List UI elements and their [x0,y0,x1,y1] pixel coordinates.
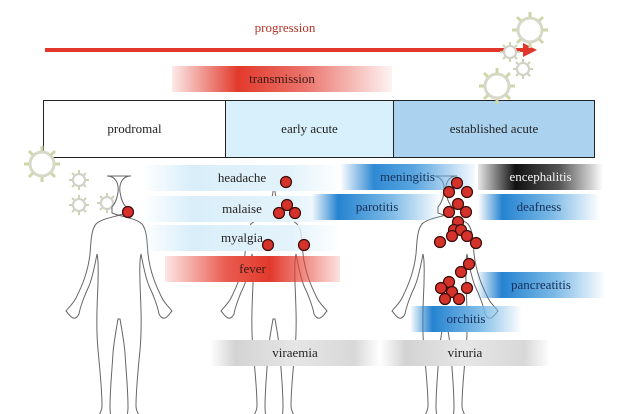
infection-site-dot [442,185,456,199]
infection-site-dot [459,205,473,219]
infection-site-dot [469,236,483,250]
symptom-malaise: malaise [142,196,342,222]
progression-arrow-head [523,43,537,57]
complication-pancreatitis: pancreatitis [476,272,606,298]
infection-site-dot [460,281,474,295]
symptom-fever: fever [165,256,340,282]
symptom-headache: headache [142,165,342,191]
phase-established-acute: established acute [394,101,594,157]
infection-site-dot [452,292,466,306]
infection-site-dot [433,235,447,249]
infection-site-dot [442,205,456,219]
infection-site-dot [280,198,294,212]
infection-site-dot [261,238,275,252]
infection-site-dot [460,185,474,199]
viruria-band: viruria [380,340,550,366]
infection-site-dot [121,205,135,219]
phase-early-acute: early acute [226,101,394,157]
infection-site-dot [451,197,465,211]
complication-parotitis: parotitis [312,194,442,220]
transmission-band: transmission [172,66,392,92]
infection-site-dot [460,229,474,243]
infection-site-dot [279,175,293,189]
infection-site-dot [434,281,448,295]
complication-encephalitis: encephalitis [478,164,603,190]
infection-site-dot [297,238,311,252]
progression-arrow-line [45,48,525,52]
viraemia-band: viraemia [210,340,380,366]
infection-site-dot [445,229,459,243]
transmission-label: transmission [249,71,315,86]
infection-site-dot [454,265,468,279]
infection-site-dot [462,257,476,271]
infection-site-dot [288,206,302,220]
infection-site-dot [438,292,452,306]
phase-prodromal: prodromal [44,101,226,157]
infection-site-dot [450,176,464,190]
progression-label: progression [254,20,316,35]
phase-timeline: prodromal early acute established acute [43,100,595,158]
infection-site-dot [272,206,286,220]
complication-orchitis: orchitis [410,306,522,332]
complication-deafness: deafness [478,194,600,220]
